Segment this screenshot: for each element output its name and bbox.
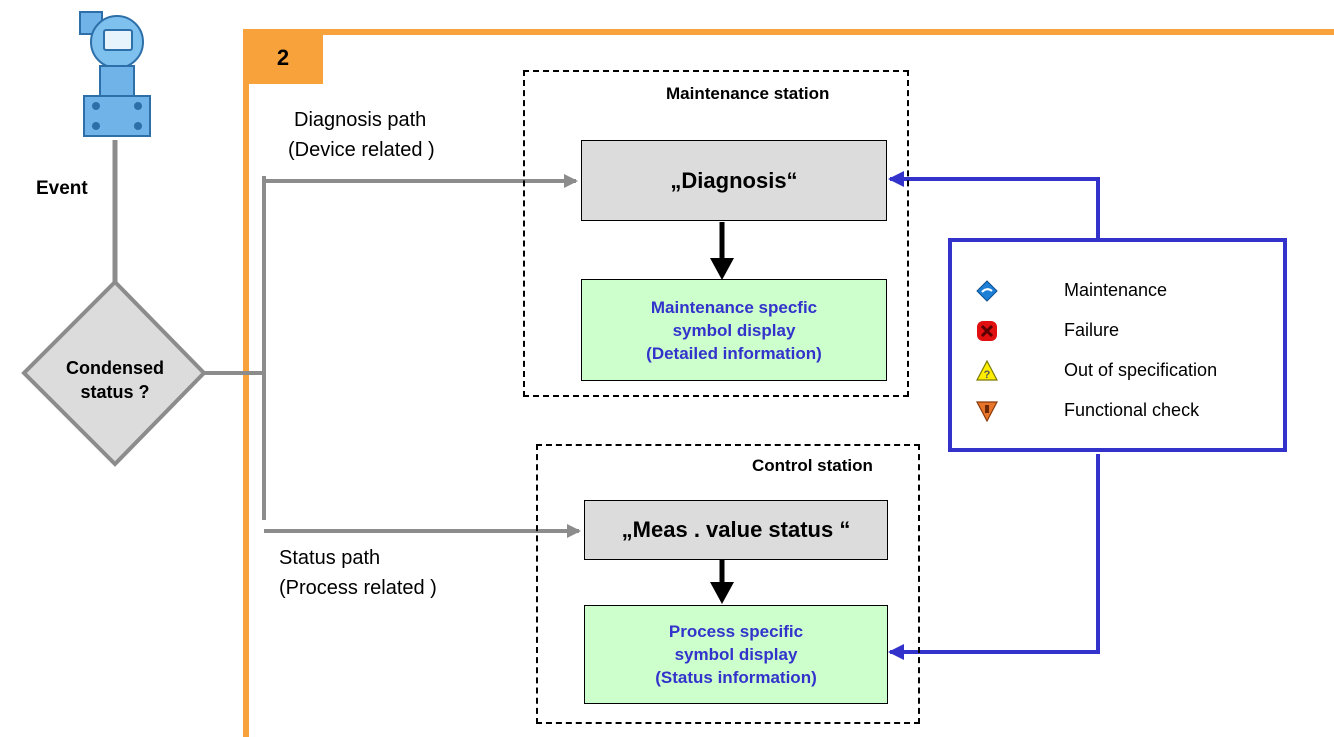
- failure-icon: [977, 321, 997, 341]
- event-label: Event: [36, 178, 88, 199]
- decision-label: Condensed status ?: [40, 356, 190, 404]
- process-display-line1: Process specific: [668, 622, 804, 641]
- svg-text:?: ?: [984, 369, 991, 381]
- legend-item-maintenance: Maintenance: [952, 278, 1282, 308]
- diagnosis-path-label: Diagnosis path (Device related ): [288, 105, 435, 165]
- diagnosis-path-line2: (Device related ): [288, 139, 435, 161]
- legend-to-diagnosis-arrow: [888, 171, 1100, 238]
- legend-to-process-arrow: [888, 454, 1100, 660]
- functional-check-icon: [976, 401, 998, 422]
- legend-item-failure: Failure: [952, 318, 1282, 348]
- legend-item-out-of-specification: ? Out of specification: [952, 358, 1282, 388]
- step-number-badge: 2: [243, 31, 323, 84]
- maintenance-display-line3: (Detailed information): [646, 343, 822, 363]
- maintenance-icon: [976, 280, 998, 302]
- decision-label-line1: Condensed: [65, 358, 164, 378]
- transmitter-device-icon: [79, 11, 151, 137]
- status-path-label: Status path (Process related ): [279, 543, 437, 603]
- process-display-line2: symbol display: [674, 645, 798, 664]
- maintenance-display-line1: Maintenance specfic: [650, 297, 818, 317]
- maintenance-symbol-display-box: Maintenance specfic symbol display (Deta…: [581, 279, 887, 381]
- legend-label-functional-check: Functional check: [1064, 400, 1200, 420]
- status-path-line2: (Process related ): [279, 577, 437, 599]
- out-of-specification-icon: ?: [976, 360, 998, 381]
- process-symbol-display-box: Process specific symbol display (Status …: [584, 605, 888, 704]
- meas-value-status-box: „Meas . value status “: [584, 500, 888, 560]
- maintenance-display-line2: symbol display: [672, 320, 796, 340]
- legend-label-maintenance: Maintenance: [1064, 280, 1168, 300]
- maintenance-station-frame: [523, 70, 909, 397]
- control-station-title: Control station: [752, 456, 873, 475]
- control-station-frame: [536, 444, 920, 724]
- legend-label-out-of-specification: Out of specification: [1064, 360, 1218, 380]
- maintenance-station-title: Maintenance station: [666, 84, 830, 103]
- status-symbol-legend: Maintenance Failure ? Out of specificati…: [948, 238, 1287, 452]
- status-path-line1: Status path: [279, 547, 381, 569]
- process-display-line3: (Status information): [655, 668, 817, 687]
- decision-diamond: [21, 279, 207, 467]
- diagnosis-box: „Diagnosis“: [581, 140, 887, 221]
- diagnosis-path-line1: Diagnosis path: [294, 109, 427, 131]
- decision-label-line2: status ?: [80, 382, 150, 402]
- legend-item-functional-check: Functional check: [952, 398, 1282, 428]
- legend-label-failure: Failure: [1064, 320, 1120, 340]
